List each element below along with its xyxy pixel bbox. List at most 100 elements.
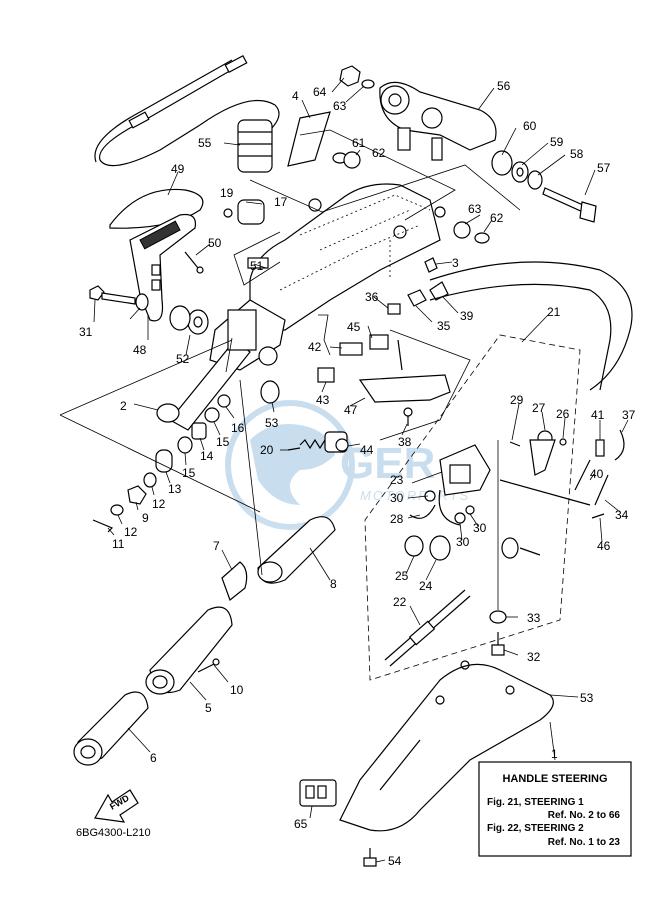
- fwd-arrow: FWD: [94, 789, 139, 823]
- part-number: 43: [316, 393, 330, 407]
- nut-65: [339, 65, 361, 87]
- part-number: 48: [133, 343, 147, 357]
- part-number: 13: [168, 482, 182, 496]
- gear-24: [429, 535, 451, 561]
- part-number: 36: [365, 290, 379, 304]
- part-number: 15: [182, 466, 196, 480]
- switch-23: [438, 444, 491, 526]
- part-number: 11: [112, 537, 125, 551]
- part-number: 17: [274, 195, 288, 209]
- part-number: 3: [452, 256, 459, 270]
- part-13: [155, 449, 173, 473]
- part-number: 37: [622, 408, 636, 422]
- part-15-top: [204, 407, 220, 423]
- part-12-top: [143, 472, 157, 488]
- watermark-text: MOTORPARTS: [360, 488, 470, 503]
- part-number: 56: [497, 79, 511, 93]
- part-number: 21: [547, 305, 561, 319]
- washer-64: [361, 79, 375, 89]
- grommet-56: [237, 119, 273, 173]
- spring-14: [191, 422, 207, 440]
- part-number: 65: [294, 817, 308, 831]
- part-number: 22: [393, 595, 407, 609]
- shaft-end-2: [156, 403, 180, 423]
- part-number: 61: [352, 136, 366, 150]
- part-9: [127, 485, 147, 505]
- part-number: 14: [200, 449, 214, 463]
- rod-22: [384, 589, 471, 667]
- part-number: 19: [220, 186, 234, 200]
- part-number: 49: [171, 162, 185, 176]
- lever-housing-49: [129, 213, 197, 322]
- part-number: 33: [527, 611, 541, 625]
- watermark-logo: GER MOTORPARTS: [225, 400, 470, 530]
- part-number: 41: [591, 408, 605, 422]
- part-7: [221, 561, 248, 601]
- part-number: 57: [597, 161, 611, 175]
- bottom-cover-54: [339, 660, 554, 832]
- part-number: 34: [615, 508, 629, 522]
- part-number: 54: [388, 854, 402, 868]
- part-number: 46: [597, 539, 611, 553]
- part-number: 28: [390, 512, 404, 526]
- part-number: 30: [473, 521, 487, 535]
- part-37: [387, 303, 401, 315]
- box-line-3: Fig. 22, STEERING 2: [487, 823, 584, 834]
- part-number: 2: [120, 399, 127, 413]
- switch-assembly: [317, 257, 451, 452]
- part-number: 32: [527, 650, 541, 664]
- part-number: 30: [456, 535, 470, 549]
- screw-20: [287, 447, 301, 451]
- part-number: 27: [532, 401, 546, 415]
- pin-47: [591, 513, 605, 519]
- part-number: 8: [330, 577, 337, 591]
- part-40: [429, 281, 449, 301]
- part-15-bottom: [177, 436, 193, 454]
- part-number: 7: [213, 539, 220, 553]
- bracket-57: [379, 81, 497, 161]
- part-number: 9: [142, 511, 149, 525]
- part-number: 30: [390, 491, 404, 505]
- screw-29: [509, 441, 521, 447]
- part-number: 53: [265, 416, 279, 430]
- part-number: 29: [510, 393, 524, 407]
- part-numbers: 1 2 3 4 5 6 7 8 9 10 11 12 12 13 14 15 1…: [79, 79, 636, 868]
- screw-39: [403, 407, 413, 417]
- pin-11: [92, 519, 114, 533]
- plate-48: [358, 374, 451, 403]
- bolt-33: [491, 632, 505, 656]
- part-number: 63: [333, 99, 347, 113]
- part-26: [559, 438, 567, 446]
- part-52: [247, 257, 269, 269]
- part-number: 50: [208, 236, 222, 250]
- part-number: 39: [460, 309, 474, 323]
- part-number: 55: [198, 136, 212, 150]
- connector-66: [299, 779, 337, 807]
- part-number: 60: [523, 119, 537, 133]
- washer-60: [511, 161, 529, 183]
- screw-55: [363, 848, 377, 867]
- part-number: 4: [292, 89, 299, 103]
- part-number: 42: [308, 340, 322, 354]
- part-number: 24: [419, 579, 433, 593]
- part-number: 15: [216, 435, 230, 449]
- clip-38: [614, 429, 625, 461]
- washer-62-right: [474, 232, 490, 244]
- part-number: 38: [398, 435, 412, 449]
- washer-59: [527, 170, 543, 190]
- screw-10: [197, 658, 220, 673]
- screw-19: [223, 208, 233, 218]
- washer-25: [404, 535, 424, 557]
- part-number: 1: [551, 747, 558, 761]
- screw-51: [184, 251, 204, 274]
- part-16: [217, 394, 231, 408]
- collar-63-top: [343, 151, 361, 169]
- part-number: 45: [347, 320, 361, 334]
- grip-tube-8: [257, 516, 336, 584]
- part-number: 62: [490, 211, 504, 225]
- part-number: 51: [250, 259, 264, 273]
- part-number: 63: [468, 202, 482, 216]
- bolt-58: [542, 187, 597, 223]
- part-number: 16: [231, 421, 245, 435]
- screw-3: [424, 257, 438, 273]
